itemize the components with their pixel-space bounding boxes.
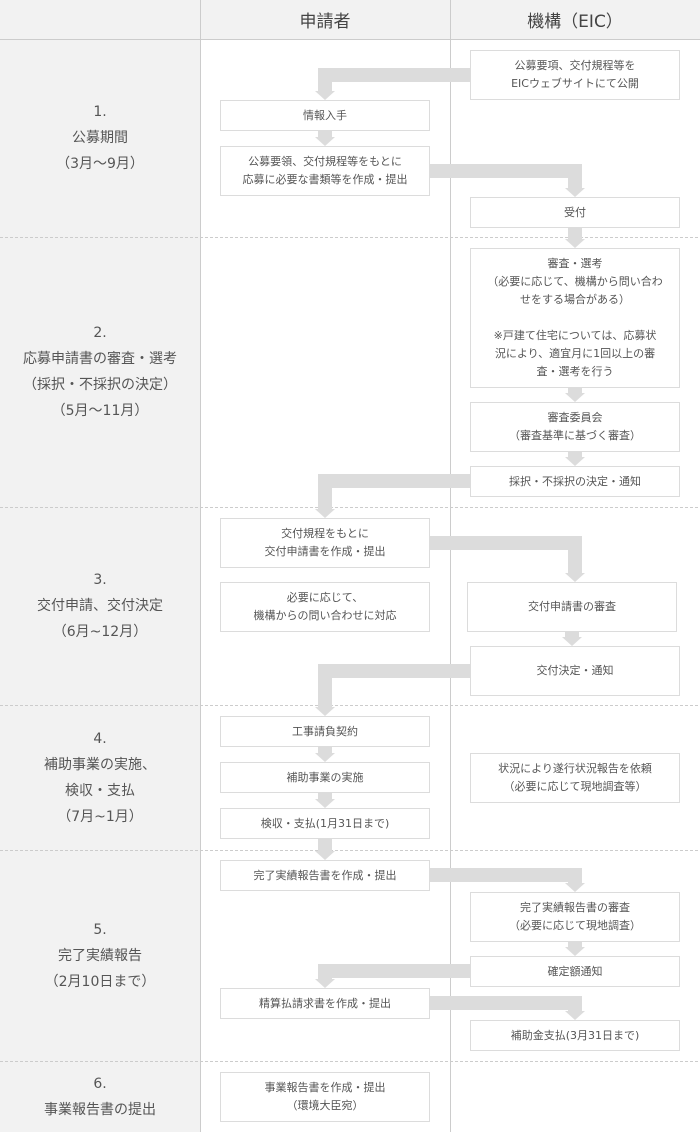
step-inspection-payment: 検収・支払(1月31日まで) bbox=[220, 808, 430, 839]
step-business-report: 事業報告書を作成・提出（環境大臣宛） bbox=[220, 1072, 430, 1122]
arrow-report-to-review-horizontal bbox=[423, 868, 582, 882]
step-respond-inquiry: 必要に応じて、機構からの問い合わせに対応 bbox=[220, 582, 430, 632]
arrow-grant-decision-to-contract-horizontal bbox=[318, 664, 477, 678]
arrow-grant-review-to-decision-shaft bbox=[565, 632, 579, 638]
arrow-prepare-to-receive-shaft bbox=[568, 164, 582, 189]
arrow-inspection-to-report-head bbox=[315, 851, 335, 860]
step-receive: 受付 bbox=[470, 197, 680, 228]
arrow-committee-to-decision-shaft bbox=[568, 452, 582, 458]
arrow-decision-to-grant-apply-horizontal bbox=[318, 474, 477, 488]
phase-column-background bbox=[0, 0, 200, 1132]
arrow-review-to-notice-shaft bbox=[568, 942, 582, 948]
step-grant-review: 交付申請書の審査 bbox=[467, 582, 677, 632]
step-decision: 採択・不採択の決定・通知 bbox=[470, 466, 680, 497]
arrow-prepare-to-receive-horizontal bbox=[423, 164, 582, 178]
step-committee: 審査委員会（審査基準に基づく審査） bbox=[470, 402, 680, 452]
arrow-receive-to-review-shaft bbox=[568, 228, 582, 240]
step-contract: 工事請負契約 bbox=[220, 716, 430, 747]
phase-label-3: 3.交付申請、交付決定（6月~12月） bbox=[37, 572, 163, 640]
arrow-grant-decision-to-contract-shaft bbox=[318, 664, 332, 708]
arrow-grant-decision-to-contract-head bbox=[315, 707, 335, 716]
arrow-implement-to-inspection-shaft bbox=[318, 793, 332, 800]
arrow-implement-to-inspection-head bbox=[315, 799, 335, 808]
arrow-review-to-committee-head bbox=[565, 393, 585, 402]
column-header-applicant: 申請者 bbox=[299, 12, 351, 32]
step-grant-decision: 交付決定・通知 bbox=[470, 646, 680, 696]
arrow-payment-request-to-payment-head bbox=[565, 1011, 585, 1020]
step-info: 情報入手 bbox=[220, 100, 430, 131]
arrow-notice-to-payment-request-horizontal bbox=[318, 964, 477, 978]
phase-label-1: 1.公募期間（3月～9月） bbox=[56, 104, 144, 172]
arrow-review-to-committee-shaft bbox=[568, 388, 582, 394]
arrow-grant-apply-to-review-head bbox=[565, 573, 585, 582]
phase-label-5: 5.完了実績報告（2月10日まで） bbox=[44, 921, 156, 990]
arrow-contract-to-implement-head bbox=[315, 753, 335, 762]
step-review: 審査・選考（必要に応じて、機構から問い合わせをする場合がある）※戸建て住宅につい… bbox=[470, 248, 680, 388]
arrow-info-to-prepare-shaft bbox=[318, 131, 332, 138]
column-header-agency: 機構（EIC） bbox=[527, 12, 623, 32]
arrow-review-to-notice-head bbox=[565, 947, 585, 956]
step-grant-apply: 交付規程をもとに交付申請書を作成・提出 bbox=[220, 518, 430, 568]
step-completion-report: 完了実績報告書を作成・提出 bbox=[220, 860, 430, 891]
arrow-prepare-to-receive-head bbox=[565, 188, 585, 197]
arrow-report-to-review-shaft bbox=[568, 868, 582, 884]
step-completion-review: 完了実績報告書の審査（必要に応じて現地調査） bbox=[470, 892, 680, 942]
step-payment-request: 精算払請求書を作成・提出 bbox=[220, 988, 430, 1019]
arrow-publish-to-info-shaft bbox=[318, 68, 332, 92]
arrow-payment-request-to-payment-horizontal bbox=[423, 996, 582, 1010]
arrow-payment-request-to-payment-shaft bbox=[568, 996, 582, 1012]
arrow-publish-to-info-head bbox=[315, 91, 335, 100]
arrow-committee-to-decision-head bbox=[565, 457, 585, 466]
arrow-report-to-review-head bbox=[565, 883, 585, 892]
arrow-publish-to-info-horizontal bbox=[318, 68, 477, 82]
arrow-decision-to-grant-apply-head bbox=[315, 509, 335, 518]
arrow-inspection-to-report-shaft bbox=[318, 839, 332, 852]
arrow-notice-to-payment-request-shaft bbox=[318, 964, 332, 980]
arrow-notice-to-payment-request-head bbox=[315, 979, 335, 988]
phase-label-4: 4.補助事業の実施、検収・支払（7月~1月） bbox=[44, 730, 156, 825]
step-prepare-apply: 公募要領、交付規程等をもとに応募に必要な書類等を作成・提出 bbox=[220, 146, 430, 196]
step-grant-payment: 補助金支払(3月31日まで) bbox=[470, 1020, 680, 1051]
arrow-grant-apply-to-review-horizontal bbox=[423, 536, 582, 550]
arrow-contract-to-implement-shaft bbox=[318, 747, 332, 754]
phase-label-2: 2.応募申請書の審査・選考（採択・不採択の決定）（5月～11月） bbox=[23, 325, 177, 419]
step-implement: 補助事業の実施 bbox=[220, 762, 430, 793]
arrow-info-to-prepare-head bbox=[315, 137, 335, 146]
arrow-grant-review-to-decision-head bbox=[562, 637, 582, 646]
phase-label-6: 6.事業報告書の提出 bbox=[44, 1075, 156, 1118]
header-row-background bbox=[0, 0, 700, 39]
step-progress-request: 状況により遂行状況報告を依頼（必要に応じて現地調査等） bbox=[470, 753, 680, 803]
arrow-grant-apply-to-review-shaft bbox=[568, 536, 582, 574]
arrow-decision-to-grant-apply-shaft bbox=[318, 474, 332, 510]
arrow-receive-to-review-head bbox=[565, 239, 585, 248]
step-amount-notice: 確定額通知 bbox=[470, 956, 680, 987]
